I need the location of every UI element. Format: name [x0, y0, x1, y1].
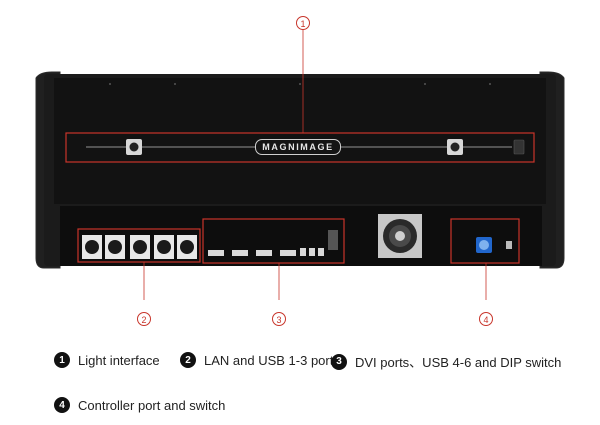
- legend-label: Light interface: [78, 352, 160, 368]
- legend-label: Controller port and switch: [78, 397, 226, 413]
- cooling-fan-icon: [378, 214, 422, 258]
- lan-usb-highlight: [77, 228, 201, 263]
- legend-item-light-interface: 1 Light interface: [54, 352, 160, 368]
- legend-number: 2: [180, 352, 196, 368]
- legend-number: 3: [331, 353, 347, 370]
- dvi-usb-dip-highlight: [202, 218, 345, 264]
- legend-item-controller: 4 Controller port and switch: [54, 397, 225, 413]
- callout-2: 2: [137, 312, 151, 326]
- callout-3: 3: [272, 312, 286, 326]
- legend-number: 4: [54, 397, 70, 413]
- controller-highlight: [450, 218, 520, 264]
- brand-logo: MAGNIMAGE: [255, 139, 341, 155]
- callout-1: 1: [296, 16, 310, 30]
- legend-item-dvi-usb-dip: 3 DVI ports、USB 4-6 and DIP switch: [331, 352, 561, 371]
- legend-number: 1: [54, 352, 70, 368]
- controller-port: [476, 237, 512, 253]
- legend-label: DVI ports、USB 4-6 and DIP switch: [355, 355, 562, 370]
- legend-label: LAN and USB 1-3 ports: [204, 352, 340, 368]
- lan-usb-ports: [82, 235, 197, 259]
- legend-item-lan-usb: 2 LAN and USB 1-3 ports: [180, 352, 340, 368]
- light-interface-highlight: [65, 132, 535, 163]
- dvi-ports: [208, 230, 338, 256]
- callout-4: 4: [479, 312, 493, 326]
